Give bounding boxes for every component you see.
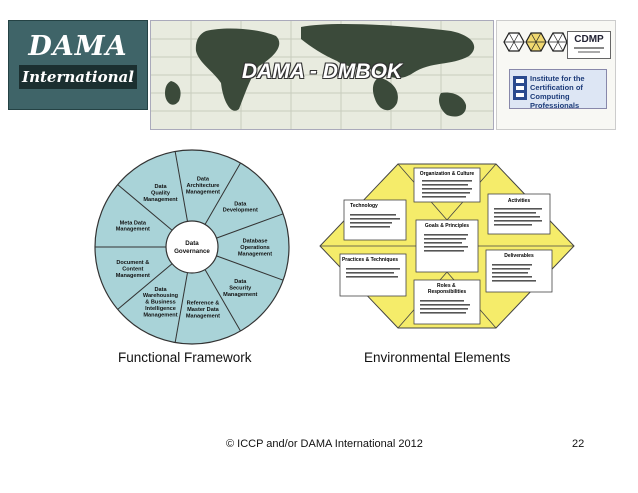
wheel-center-label-line2: Governance [174,248,210,255]
wheel-divider [117,263,173,310]
wheel-segment-label-line: Development [223,208,258,214]
slide-header: DAMA International DAMA - DMBOK [0,0,638,133]
env-bottom-label-line2: Responsibilities [428,289,467,295]
wheel-divider [204,162,241,225]
wheel-segment-label-line: Database [243,239,268,245]
wheel-segment-label-line: & Business [145,300,175,306]
env-top-label: Organization & Culture [420,171,475,177]
wheel-divider [204,269,241,332]
wheel-segment-label-line: Management [143,312,177,318]
env-bottom-label: Roles & Responsibilities [428,283,467,295]
env-bottom-label-line1: Roles & [437,283,456,289]
wheel-segment-label-line: Operations [240,245,270,251]
dama-logo-text: DAMA [28,31,128,62]
wheel-divider [216,213,284,239]
wheel-segment-label-line: Data [154,287,167,293]
wheel-segment-label-line: Data [197,177,210,183]
wheel-segment-label-line: Content [122,267,143,273]
roles-box [413,279,481,325]
wheel-center [165,220,219,274]
wheel-segment-label-line: Security [229,285,252,291]
cdmp-label: CDMP [574,34,604,45]
environmental-elements-diagram: Organization & Culture Technology Goals … [319,163,575,329]
wheel-segment-label-line: Warehousing [143,293,179,299]
env-right-top-label: Activities [508,198,530,204]
env-right-bottom-label: Deliverables [504,253,534,259]
wheel-segment-label-line: Management [116,227,150,233]
wheel-segment-label-line: Management [143,197,177,203]
cdmp-badge: CDMP [567,31,611,59]
wheel-segment-label-line: Management [238,251,272,257]
wheel-segment-label-line: Data [234,279,247,285]
copyright-footer: © ICCP and/or DAMA International 2012 [226,438,423,450]
dama-logo: DAMA International [8,20,148,110]
technology-box [343,199,407,241]
wheel-segment-label-line: Management [186,313,220,319]
functional-framework-caption: Functional Framework [118,350,252,365]
env-center-label: Goals & Principles [425,223,469,229]
wheel-segment-label-line: Architecture [186,183,219,189]
slide-title: DAMA - DMBOK [241,60,403,83]
page-number: 22 [572,438,585,450]
wheel-segment-label-line: Meta Data [120,220,147,226]
wheel-divider [174,272,188,343]
wheel-divider [174,151,188,222]
wheel-segment-label-line: Data [154,184,167,190]
wheel-segment-label-line: Management [223,292,257,298]
wheel-segment-label-line: Management [116,273,150,279]
wheel-divider [216,255,284,281]
wheel-center-label-line1: Data [185,240,199,247]
wheel-segment-label-line: Quality [151,190,171,196]
env-left-bottom-label: Practices & Techniques [342,257,398,263]
hexagon-cluster-icon [503,32,567,52]
iccp-emblem-icon [513,76,527,100]
wheel-segment-label-line: Master Data [187,307,220,313]
deliverables-box [485,249,553,293]
iccp-logo: Institute for the Certification of Compu… [509,69,607,110]
practices-box [339,253,407,297]
certification-logos: CDMP Institute for the Certification of … [496,20,616,130]
wheel-segment-label-line: Management [186,189,220,195]
dama-logo-subtext: International [19,65,137,89]
wheel-segment-label-line: Document & [116,260,149,266]
wheel-segment-label-line: Data [234,201,247,207]
env-left-top-label: Technology [350,203,378,209]
seal-icon [574,47,604,53]
environmental-elements-caption: Environmental Elements [364,350,511,365]
iccp-label: Institute for the Certification of Compu… [530,74,585,110]
world-map-banner: DAMA - DMBOK [150,20,494,130]
activities-box [487,193,551,235]
env-bullet-text-lines [346,180,542,314]
wheel-segment-label-line: Intelligence [145,306,176,312]
wheel-segment-label-line: Reference & [187,301,220,307]
map-icon [151,21,493,129]
wheel-divider [117,184,173,231]
